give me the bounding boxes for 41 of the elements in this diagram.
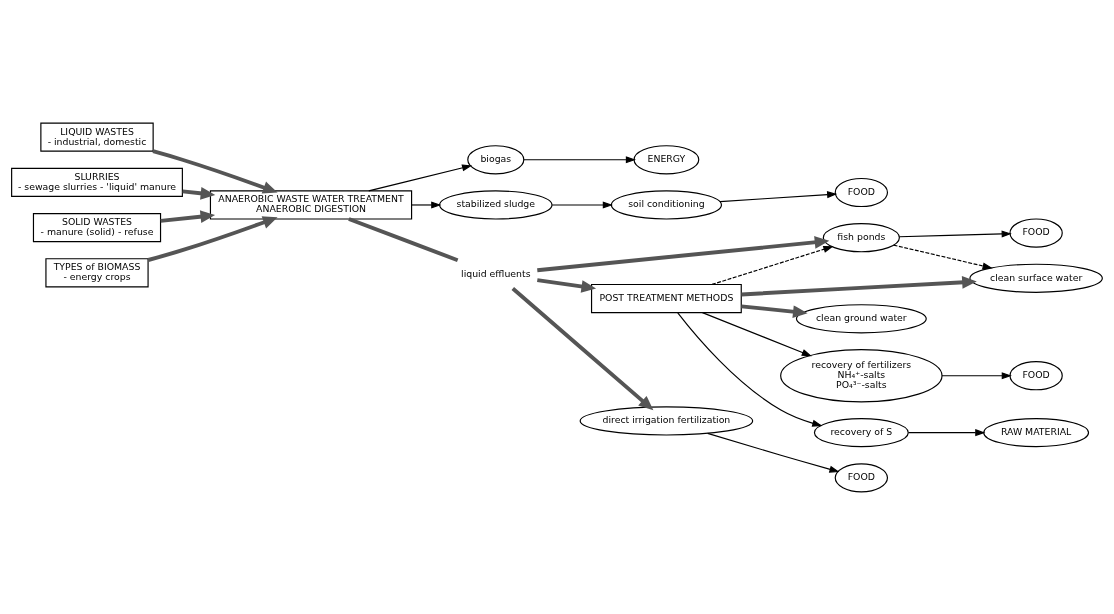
arrow [677, 311, 823, 427]
arrow [523, 155, 636, 163]
node-box: SOLID WASTES - manure (solid) - refuse [32, 212, 162, 242]
arrow [893, 244, 993, 269]
arrow [182, 186, 216, 200]
node-box: POST TREATMENT METHODS [590, 283, 742, 313]
arrow [551, 200, 613, 209]
node-ellipse: FOOD [1009, 360, 1063, 390]
node-ellipse: biogas [467, 144, 525, 174]
node-box: TYPES of BIOMASS - energy crops [45, 257, 149, 287]
arrow [711, 245, 834, 285]
arrow [537, 235, 830, 272]
arrow [898, 229, 1012, 237]
arrow [907, 428, 986, 436]
arrow [411, 200, 442, 209]
arrow [741, 303, 808, 318]
node-box: SLURRIES - sewage slurries - 'liquid' manure [11, 167, 183, 197]
node-text: liquid effluents [461, 267, 531, 279]
arrow [368, 163, 473, 191]
node-ellipse: soil conditioning [610, 189, 723, 220]
node-box: ANAEROBIC WASTE WATER TREATMENT ANAEROBIC DIGESTION [209, 189, 413, 220]
arrow [152, 148, 278, 194]
node-ellipse: RAW MATERIAL [983, 417, 1090, 447]
node-ellipse: clean ground water [795, 303, 927, 333]
arrow [707, 432, 840, 473]
arrow [537, 277, 597, 293]
node-ellipse: stabilized sludge [439, 189, 553, 220]
node-ellipse: direct irrigation fertilization [579, 405, 754, 436]
node-ellipse: ENERGY [633, 144, 700, 174]
node-ellipse: FOOD [834, 462, 889, 492]
connector [348, 216, 459, 262]
arrow [160, 209, 216, 223]
arrow [719, 190, 838, 202]
arrow [941, 371, 1012, 379]
arrow [741, 275, 977, 296]
arrow [701, 311, 812, 356]
node-ellipse: FOOD [1009, 217, 1063, 248]
arrow [147, 215, 278, 262]
arrow [511, 286, 654, 410]
node-box: LIQUID WASTES - industrial, domestic [40, 122, 154, 152]
node-ellipse: FOOD [834, 177, 889, 207]
